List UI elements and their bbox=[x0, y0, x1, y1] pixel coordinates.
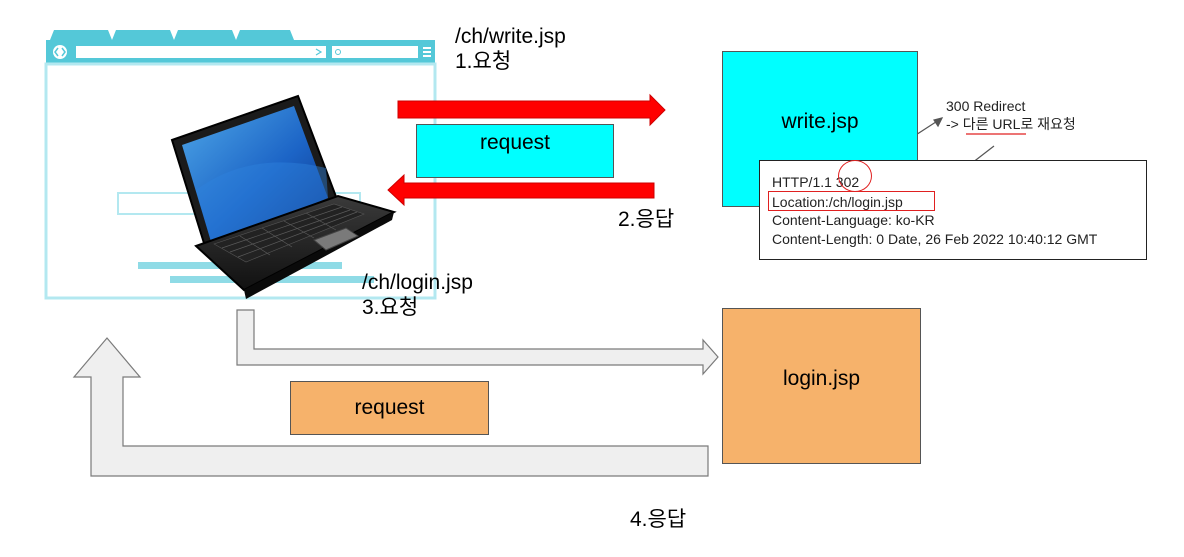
step3-label: /ch/login.jsp 3.요청 bbox=[362, 270, 473, 320]
redirect-note: 300 Redirect -> 다른 URL로 재요청 bbox=[946, 97, 1076, 133]
request-arrow-red bbox=[397, 93, 666, 127]
login-jsp-label: login.jsp bbox=[782, 367, 861, 390]
laptop-illustration bbox=[170, 94, 397, 299]
status-code-circle bbox=[838, 160, 872, 192]
request-box-top-label: request bbox=[479, 131, 551, 154]
step1-path: /ch/write.jsp bbox=[455, 25, 566, 48]
response-arrow-gray bbox=[72, 337, 709, 477]
location-highlight-rect bbox=[768, 191, 935, 211]
step4-label: 4.응답 bbox=[630, 508, 687, 531]
step3-path: /ch/login.jsp bbox=[362, 271, 473, 294]
response-language-line: Content-Language: ko-KR bbox=[772, 212, 935, 228]
request-box-bottom: request bbox=[290, 381, 489, 435]
http-response-box: HTTP/1.1 302 Location:/ch/login.jsp Cont… bbox=[759, 160, 1147, 260]
step3-text: 3.요청 bbox=[362, 296, 419, 319]
write-jsp-label: write.jsp bbox=[781, 110, 859, 133]
request-box-top: request bbox=[416, 124, 614, 178]
request-box-bottom-label: request bbox=[354, 396, 425, 419]
step1-label: /ch/write.jsp 1.요청 bbox=[455, 24, 566, 74]
redirect-note-line1: 300 Redirect bbox=[946, 98, 1026, 114]
redirect-note-line2: -> 다른 URL로 재요청 bbox=[946, 115, 1076, 133]
response-length-line: Content-Length: 0 Date, 26 Feb 2022 10:4… bbox=[772, 231, 1098, 247]
login-jsp-box: login.jsp bbox=[722, 308, 921, 464]
response-status-prefix: HTTP/1.1 bbox=[772, 174, 836, 190]
response-location-line: Location:/ch/login.jsp bbox=[772, 194, 903, 210]
redirect-note-prefix: -> bbox=[946, 116, 963, 132]
step1-text: 1.요청 bbox=[455, 50, 512, 73]
redirect-note-underlined: 다른 URL bbox=[962, 116, 1021, 132]
request-arrow-gray bbox=[236, 309, 719, 376]
redirect-note-suffix: 로 재요청 bbox=[1020, 116, 1076, 132]
response-arrow-red bbox=[387, 173, 655, 207]
step2-label: 2.응답 bbox=[618, 208, 675, 231]
